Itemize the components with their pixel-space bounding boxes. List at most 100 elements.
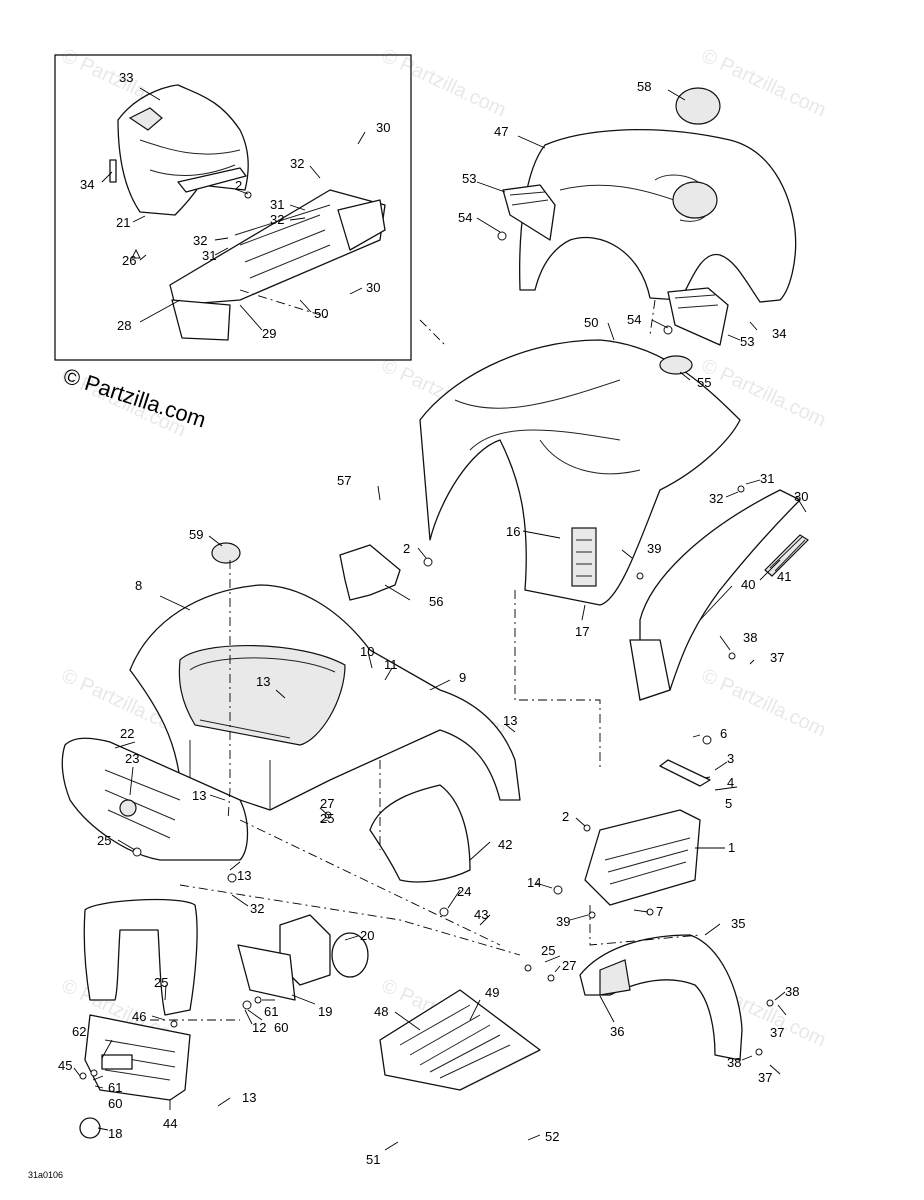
callout-25: 25: [97, 833, 111, 848]
callout-8: 8: [135, 578, 142, 593]
part-22-front-fascia: [61, 737, 249, 861]
callout-49: 49: [485, 985, 499, 1000]
callout-46: 46: [132, 1009, 146, 1024]
callout-5: 5: [725, 796, 732, 811]
callout-13: 13: [237, 868, 251, 883]
callout-13: 13: [242, 1090, 256, 1105]
callout-9: 9: [459, 670, 466, 685]
callout-29: 29: [262, 326, 276, 341]
callout-31: 31: [202, 248, 216, 263]
callout-6: 6: [720, 726, 727, 741]
callout-35: 35: [731, 916, 745, 931]
part-3-rail: [659, 759, 711, 787]
callout-7: 7: [656, 904, 663, 919]
part-42-inner-fender: [369, 784, 471, 883]
callout-28: 28: [117, 318, 131, 333]
callout-13: 13: [192, 788, 206, 803]
callout-61: 61: [108, 1080, 122, 1095]
callout-24: 24: [457, 884, 471, 899]
callout-30: 30: [794, 489, 808, 504]
callout-33: 33: [119, 70, 133, 85]
callout-61: 61: [264, 1004, 278, 1019]
callout-32: 32: [709, 491, 723, 506]
callout-53: 53: [740, 334, 754, 349]
callout-11: 11: [384, 657, 398, 672]
callout-labels: 33 34 30 32 2 31 32 21 32 31 26 30 50 28…: [58, 70, 808, 1167]
part-48-skid-plate: [379, 989, 541, 1091]
part-56-bracket: [339, 544, 401, 601]
callout-27: 27: [562, 958, 576, 973]
callout-19: 19: [318, 1004, 332, 1019]
part-8-front-body: [129, 584, 521, 811]
callout-62: 62: [72, 1024, 86, 1039]
callout-56: 56: [429, 594, 443, 609]
callout-54: 54: [627, 312, 641, 327]
part-62-fairlead: [101, 1054, 133, 1070]
part-40-side-panel: [629, 489, 801, 701]
callout-43: 43: [474, 907, 488, 922]
part-16-rear-body: [419, 339, 741, 606]
part-35-rear-fender: [579, 934, 743, 1061]
callout-45: 45: [58, 1058, 72, 1073]
callout-37: 37: [770, 1025, 784, 1040]
callout-26: 26: [122, 253, 136, 268]
callout-48: 48: [374, 1004, 388, 1019]
callout-2: 2: [403, 541, 410, 556]
callout-32: 32: [270, 212, 284, 227]
part-53-storage-bracket-a: [502, 184, 556, 241]
callout-31: 31: [760, 471, 774, 486]
callout-30: 30: [376, 120, 390, 135]
part-18-hook: [79, 1117, 101, 1139]
callout-32: 32: [193, 233, 207, 248]
part-1-footrest: [584, 809, 701, 906]
callout-16: 16: [506, 524, 520, 539]
callout-44: 44: [163, 1116, 177, 1131]
callout-55: 55: [697, 375, 711, 390]
callout-34: 34: [772, 326, 786, 341]
callout-25: 25: [541, 943, 555, 958]
callout-1: 1: [728, 840, 735, 855]
callout-13: 13: [256, 674, 270, 689]
callout-54: 54: [458, 210, 472, 225]
callout-20: 20: [360, 928, 374, 943]
part-55-cap: [659, 355, 693, 375]
callout-25: 25: [154, 975, 168, 990]
callout-37: 37: [758, 1070, 772, 1085]
callout-59: 59: [189, 527, 203, 542]
callout-21: 21: [116, 215, 130, 230]
callout-53: 53: [462, 171, 476, 186]
callout-37: 37: [770, 650, 784, 665]
diagram-code: 31a0106: [28, 1170, 63, 1180]
part-19-mount-plate: [237, 944, 296, 1001]
callout-60: 60: [274, 1020, 288, 1035]
callout-42: 42: [498, 837, 512, 852]
callout-32: 32: [290, 156, 304, 171]
callout-17: 17: [575, 624, 589, 639]
callout-10: 10: [360, 644, 374, 659]
callout-14: 14: [527, 875, 541, 890]
part-44-front-bumper: [83, 898, 198, 1101]
callout-2: 2: [562, 809, 569, 824]
callout-57: 57: [337, 473, 351, 488]
callout-47: 47: [494, 124, 508, 139]
callout-12: 12: [252, 1020, 266, 1035]
callout-40: 40: [741, 577, 755, 592]
callout-50: 50: [314, 306, 328, 321]
callout-36: 36: [610, 1024, 624, 1039]
callout-2: 2: [235, 178, 242, 193]
callout-18: 18: [108, 1126, 122, 1141]
alignment-lines: [150, 289, 701, 1021]
callout-38: 38: [743, 630, 757, 645]
callout-31: 31: [270, 197, 284, 212]
callout-52: 52: [545, 1129, 559, 1144]
part-53-storage-bracket-b: [667, 287, 729, 346]
part-58-cap: [675, 87, 721, 125]
callout-13: 13: [503, 713, 517, 728]
inset-frame: [54, 54, 412, 361]
part-41-grille: [764, 534, 809, 577]
inset-front-fascia: [109, 84, 386, 341]
callout-60: 60: [108, 1096, 122, 1111]
callout-27: 27: [320, 796, 334, 811]
callout-22: 22: [120, 726, 134, 741]
